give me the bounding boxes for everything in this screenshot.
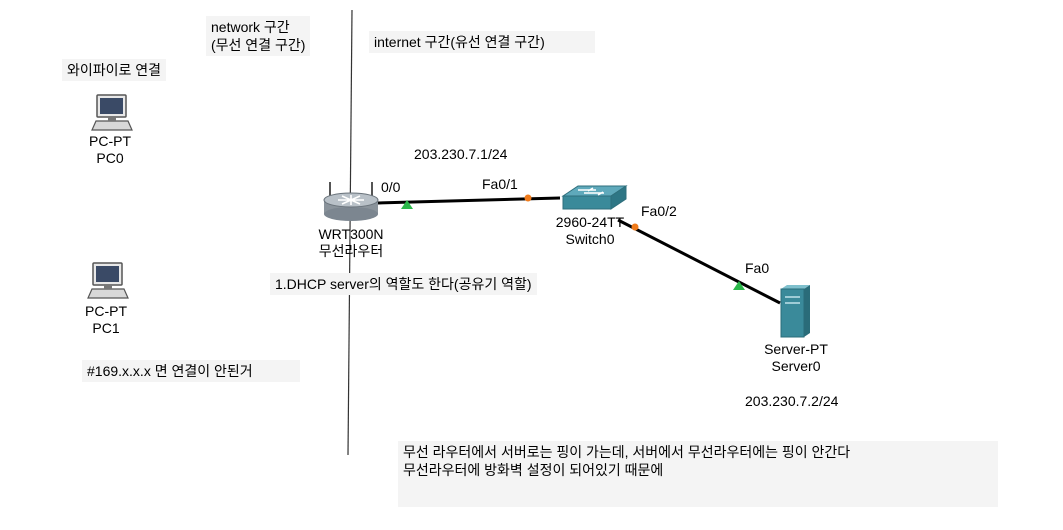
ping-note: 무선 라우터에서 서버로는 핑이 가는데, 서버에서 무선라우터에는 핑이 안간… [398,441,998,507]
device-model: 2960-24TT [555,214,625,230]
device-model: PC-PT [89,133,131,149]
link-light-switch-fa01-pending [524,194,532,202]
pc1-label: PC-PT PC1 [66,303,146,337]
server-fa0-label: Fa0 [745,260,770,276]
device-model: WRT300N [318,226,384,242]
device-name: PC1 [92,320,120,336]
link-light-server-up [733,281,745,290]
router-label: WRT300N 무선라우터 [306,226,396,260]
wifi-note: 와이파이로 연결 [62,59,167,81]
internet-zone-note: internet 구간(유선 연결 구간) [369,31,595,53]
switch-label: 2960-24TT Switch0 [545,214,635,248]
wireless-router-icon[interactable] [323,182,379,221]
network-zone-note: network 구간 (무선 연결 구간) [206,16,311,56]
device-name: Server0 [771,358,821,374]
server-icon[interactable] [780,285,810,338]
link-light-router-up [401,200,413,209]
router-ip-label: 203.230.7.1/24 [414,146,508,162]
switch-icon[interactable] [561,185,628,210]
switch-fa02-label: Fa0/2 [641,203,677,219]
device-name: PC0 [96,150,124,166]
router-port-label: 0/0 [381,179,401,195]
device-model: Server-PT [764,341,828,357]
apipa-note: #169.x.x.x 면 연결이 안된거 [82,360,300,382]
server-ip-label: 203.230.7.2/24 [745,393,839,409]
device-name: Switch0 [565,231,615,247]
link-light-switch-fa02-pending [631,223,639,231]
device-name: 무선라우터 [318,243,384,259]
cable-router-switch[interactable] [377,196,561,205]
cable-switch-server[interactable] [617,218,781,305]
zone-divider [347,9,353,456]
switch-fa01-label: Fa0/1 [482,176,518,192]
pc0-label: PC-PT PC0 [70,133,150,167]
dhcp-note: 1.DHCP server의 역할도 한다(공유기 역할) [270,273,537,295]
pc-icon[interactable] [87,262,129,299]
server-label: Server-PT Server0 [750,341,842,375]
device-model: PC-PT [85,303,127,319]
pc-icon[interactable] [91,94,133,131]
